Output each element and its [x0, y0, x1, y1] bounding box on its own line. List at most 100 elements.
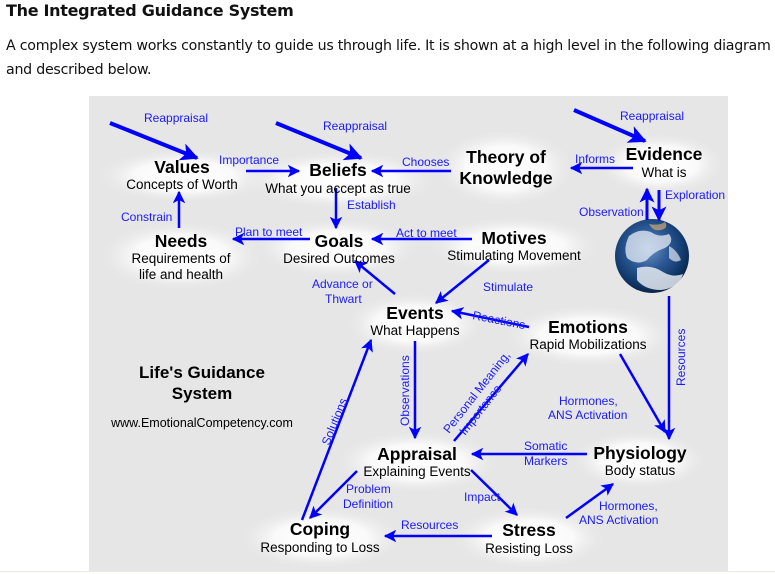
arrow-problem-definition — [309, 470, 358, 519]
glow-emotions — [501, 304, 677, 368]
node-appraisal: Appraisal Explaining Events — [363, 444, 471, 479]
glow-appraisal — [332, 430, 502, 494]
label-act-to-meet: Act to meet — [396, 226, 457, 240]
node-beliefs: Beliefs What you accept as true — [265, 160, 411, 196]
label-hormones-bottom: Hormones, — [599, 499, 658, 513]
node-emotions-title: Emotions — [548, 317, 628, 337]
arrow-advance-or-thwart — [354, 260, 396, 295]
node-theory-line2: Knowledge — [459, 168, 553, 188]
arrow-reappraisal-evidence — [573, 108, 647, 143]
caption-title-line2: System — [172, 384, 232, 403]
node-coping-title: Coping — [290, 519, 350, 539]
node-evidence-subtitle: What is — [641, 165, 686, 180]
node-emotions-subtitle: Rapid Mobilizations — [529, 337, 646, 352]
node-stress-title: Stress — [502, 520, 556, 540]
label-impact: Impact — [464, 490, 501, 504]
node-goals: Goals Desired Outcomes — [283, 231, 395, 266]
earth-globe-icon — [615, 219, 689, 293]
node-stress: Stress Resisting Loss — [485, 520, 573, 556]
node-values-subtitle: Concepts of Worth — [126, 177, 238, 192]
label-definition: Definition — [343, 497, 393, 511]
glow-values — [94, 148, 274, 204]
node-goals-title: Goals — [315, 231, 364, 251]
label-somatic: Somatic — [524, 439, 567, 453]
node-evidence-title: Evidence — [626, 144, 703, 164]
label-observation: Observation — [579, 205, 644, 219]
node-beliefs-title: Beliefs — [309, 160, 367, 180]
label-hormones-top: Hormones, — [559, 394, 618, 408]
node-needs: Needs Requirements of life and health — [131, 231, 230, 282]
bottom-divider — [0, 571, 775, 572]
label-ans-top: ANS Activation — [548, 408, 627, 422]
node-stress-subtitle: Resisting Loss — [485, 541, 573, 556]
arrow-solutions — [300, 338, 373, 521]
arrow-hormones-stress-physiology — [565, 482, 615, 520]
node-goals-subtitle: Desired Outcomes — [283, 251, 395, 266]
label-reappraisal-evidence: Reappraisal — [620, 109, 684, 123]
diagram-canvas: Reappraisal Reappraisal Reappraisal Impo… — [94, 108, 727, 570]
label-thwart: Thwart — [325, 292, 362, 306]
label-establish: Establish — [347, 198, 396, 212]
arrow-reappraisal-values — [109, 121, 199, 161]
label-exploration: Exploration — [665, 188, 725, 202]
node-motives: Motives Stimulating Movement — [447, 228, 581, 263]
node-needs-title: Needs — [155, 231, 208, 251]
label-reappraisal-values: Reappraisal — [144, 111, 208, 125]
arrow-personal-meaning — [453, 353, 529, 442]
node-beliefs-subtitle: What you accept as true — [265, 181, 411, 196]
node-evidence: Evidence What is — [626, 144, 703, 180]
label-resources-earth: Resources — [674, 329, 688, 386]
node-needs-subtitle-line2: life and health — [139, 267, 223, 282]
node-values-title: Values — [154, 157, 210, 177]
node-events: Events What Happens — [370, 303, 460, 338]
label-markers: Markers — [524, 454, 567, 468]
label-importance: Importance — [219, 153, 279, 167]
page-title: The Integrated Guidance System — [6, 1, 294, 20]
glow-theory — [433, 128, 577, 208]
label-ans-bottom: ANS Activation — [579, 513, 658, 527]
caption-title-line1: Life's Guidance — [139, 363, 265, 382]
node-events-subtitle: What Happens — [370, 323, 460, 338]
arrow-impact — [470, 469, 518, 516]
arrow-stimulate — [435, 259, 490, 304]
label-informs: Informs — [575, 152, 615, 166]
node-physiology-subtitle: Body status — [605, 463, 676, 478]
intro-paragraph: A complex system works constantly to gui… — [6, 38, 771, 78]
label-stimulate: Stimulate — [483, 280, 533, 294]
label-reappraisal-beliefs: Reappraisal — [323, 119, 387, 133]
label-plan-to-meet: Plan to meet — [235, 225, 303, 239]
node-theory-line1: Theory of — [466, 147, 546, 167]
arrow-reactions — [450, 307, 530, 329]
diagram-arrows — [109, 108, 676, 543]
node-motives-title: Motives — [481, 228, 546, 248]
label-constrain: Constrain — [121, 210, 172, 224]
node-appraisal-title: Appraisal — [377, 444, 457, 464]
arrow-hormones-emotions-physiology — [618, 353, 667, 434]
node-coping: Coping Responding to Loss — [260, 519, 380, 555]
arrow-reappraisal-beliefs — [275, 121, 363, 161]
label-observations: Observations — [398, 355, 412, 426]
node-motives-subtitle: Stimulating Movement — [447, 248, 581, 263]
label-chooses: Chooses — [402, 155, 449, 169]
glow-motives — [424, 216, 604, 276]
node-coping-subtitle: Responding to Loss — [260, 540, 380, 555]
node-physiology: Physiology Body status — [593, 443, 687, 478]
node-needs-subtitle-line1: Requirements of — [131, 251, 230, 266]
label-solutions: Solutions — [319, 396, 350, 447]
node-physiology-title: Physiology — [593, 443, 687, 463]
label-problem: Problem — [346, 482, 391, 496]
caption-website: www.EmotionalCompetency.com — [110, 416, 293, 430]
node-appraisal-subtitle: Explaining Events — [363, 464, 471, 479]
nodes: Values Concepts of Worth Beliefs What yo… — [126, 144, 702, 556]
node-events-title: Events — [386, 303, 444, 323]
node-emotions: Emotions Rapid Mobilizations — [529, 317, 646, 352]
glow-needs — [96, 220, 266, 292]
node-values: Values Concepts of Worth — [126, 157, 238, 192]
label-resources-coping: Resources — [401, 518, 458, 532]
label-advance-or: Advance or — [312, 277, 373, 291]
guidance-system-diagram: Reappraisal Reappraisal Reappraisal Impo… — [89, 96, 728, 571]
node-theory-of-knowledge: Theory of Knowledge — [459, 147, 553, 188]
diagram-caption: Life's Guidance System www.EmotionalComp… — [110, 363, 293, 430]
glow-physiology — [569, 430, 709, 490]
glow-stress — [449, 506, 609, 570]
